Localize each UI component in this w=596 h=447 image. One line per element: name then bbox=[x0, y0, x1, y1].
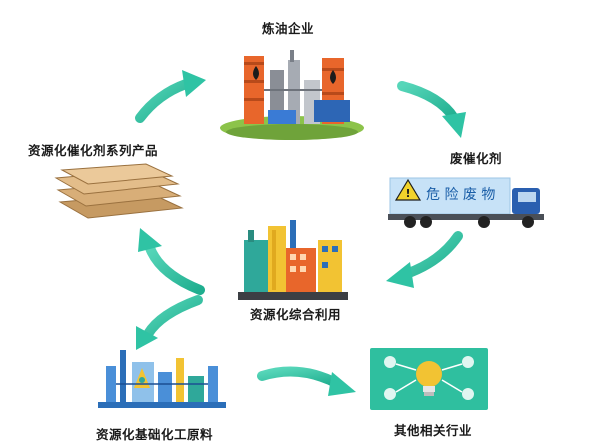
arrow-products-to-refinery bbox=[135, 70, 206, 123]
stacked-sacks-icon bbox=[52, 162, 184, 226]
comprehensive-use-label: 资源化综合利用 bbox=[250, 307, 342, 322]
lightbulb-tech-icon bbox=[370, 348, 488, 410]
arrow-truck-to-comprehensive-use bbox=[386, 231, 463, 288]
svg-text:!: ! bbox=[405, 187, 410, 200]
arrow-comprehensive-use-to-products bbox=[138, 228, 205, 295]
refinery-label: 炼油企业 bbox=[262, 21, 315, 36]
arrow-comprehensive-use-to-chemicals bbox=[136, 295, 203, 350]
refinery-icon bbox=[218, 40, 366, 142]
chemical-plant-icon bbox=[98, 346, 226, 408]
spent-catalyst-label: 废催化剂 bbox=[450, 151, 503, 166]
industrial-plant-icon bbox=[238, 218, 348, 300]
catalyst-products-label: 资源化催化剂系列产品 bbox=[28, 143, 159, 158]
other-industries-label: 其他相关行业 bbox=[394, 423, 473, 438]
basic-chemicals-label: 资源化基础化工原料 bbox=[96, 427, 214, 442]
truck-panel-text: 危 险 废 物 bbox=[426, 187, 496, 203]
arrow-refinery-to-spent-catalyst bbox=[397, 81, 466, 138]
hazardous-waste-truck-icon: ! 危 险 废 物 bbox=[388, 174, 548, 230]
arrow-chemicals-to-other-industries bbox=[257, 366, 356, 396]
